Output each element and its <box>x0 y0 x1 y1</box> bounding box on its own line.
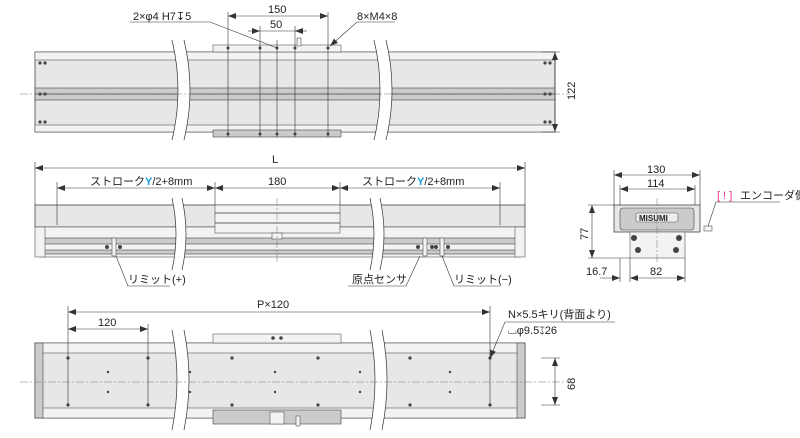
hole-label: N×5.5キリ(背面より) <box>508 307 611 321</box>
encoder-warning-icon: [ ! ] <box>717 190 732 202</box>
limit-minus-label: リミット(−) <box>454 274 512 286</box>
counterbore-label: ⌴φ9.5↧26 <box>508 325 557 337</box>
carriage-top <box>212 333 342 344</box>
dim-68: 68 <box>566 378 578 390</box>
dim-150: 150 <box>268 4 286 16</box>
dim-L: L <box>272 154 278 166</box>
dim-114: 114 <box>647 178 665 190</box>
stroke-right-label: ストロークY/2+8mm <box>362 175 464 188</box>
dim-77: 77 <box>579 228 591 240</box>
tap-label: 8×M4×8 <box>357 11 397 23</box>
dim-16-7: 16.7 <box>586 266 607 278</box>
limit-plus-sensor <box>105 237 122 257</box>
dim-50: 50 <box>270 19 282 31</box>
dim-pitch: P×120 <box>257 299 289 311</box>
origin-sensor-label: 原点センサ <box>352 273 407 286</box>
side-view: MISUMI 130 114 77 16.7 82 [ ! ] エンコーダ側 <box>579 164 800 282</box>
front-view: L ストロークY/2+8mm 180 ストロークY/2+8mm リミット(+) … <box>34 154 526 287</box>
carriage <box>214 204 341 234</box>
pin-hole-label: 2×φ4 H7↧5 <box>133 11 191 23</box>
dim-120: 120 <box>98 317 116 329</box>
limit-plus-label: リミット(+) <box>128 274 186 286</box>
encoder-side-label: エンコーダ側 <box>740 188 800 202</box>
bottom-view: P×120 120 N×5.5キリ(背面より) ⌴φ9.5↧26 68 <box>20 299 615 431</box>
stroke-left-label: ストロークY/2+8mm <box>90 175 192 188</box>
origin-sensor <box>416 237 434 257</box>
top-view: 2×φ4 H7↧5 8×M4×8 150 50 122 <box>20 4 578 141</box>
logo-text: MISUMI <box>639 214 668 223</box>
dim-122: 122 <box>566 82 578 100</box>
dim-82: 82 <box>650 266 662 278</box>
dim-180: 180 <box>268 176 286 188</box>
dim-130: 130 <box>647 164 665 176</box>
